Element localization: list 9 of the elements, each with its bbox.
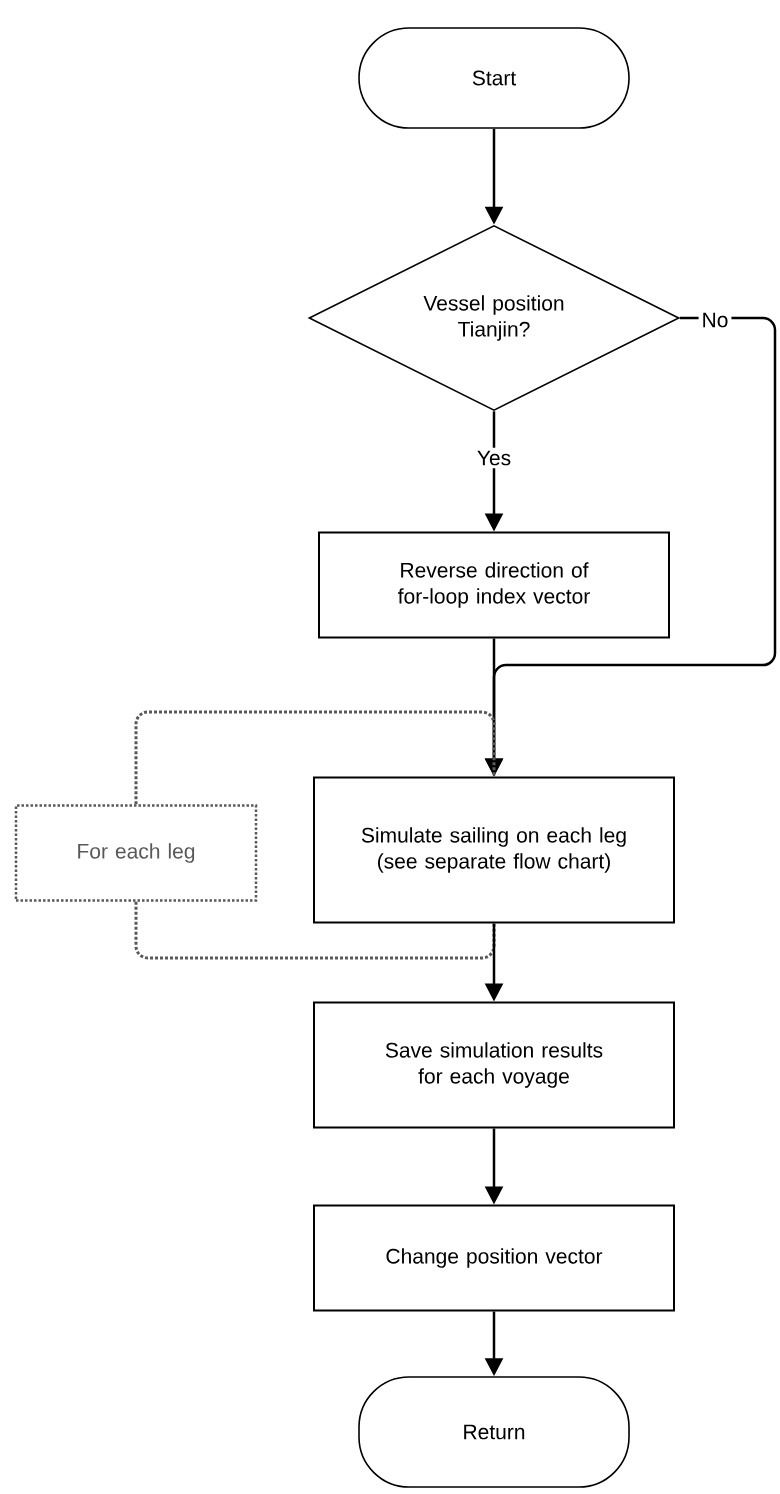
process-box: Reverse direction of for-loop index vector: [318, 531, 670, 639]
loop-line: [134, 710, 496, 805]
process-box: Save simulation results for each voyage: [313, 1001, 675, 1129]
edge-label: Yes: [473, 447, 515, 469]
process-box: Simulate sailing on each leg (see separate flow chart): [313, 776, 675, 924]
edge-label: No: [698, 309, 732, 331]
process-box: Change position vector: [313, 1204, 675, 1312]
loop-line: [134, 901, 496, 960]
loop-box: For each leg: [14, 804, 258, 902]
